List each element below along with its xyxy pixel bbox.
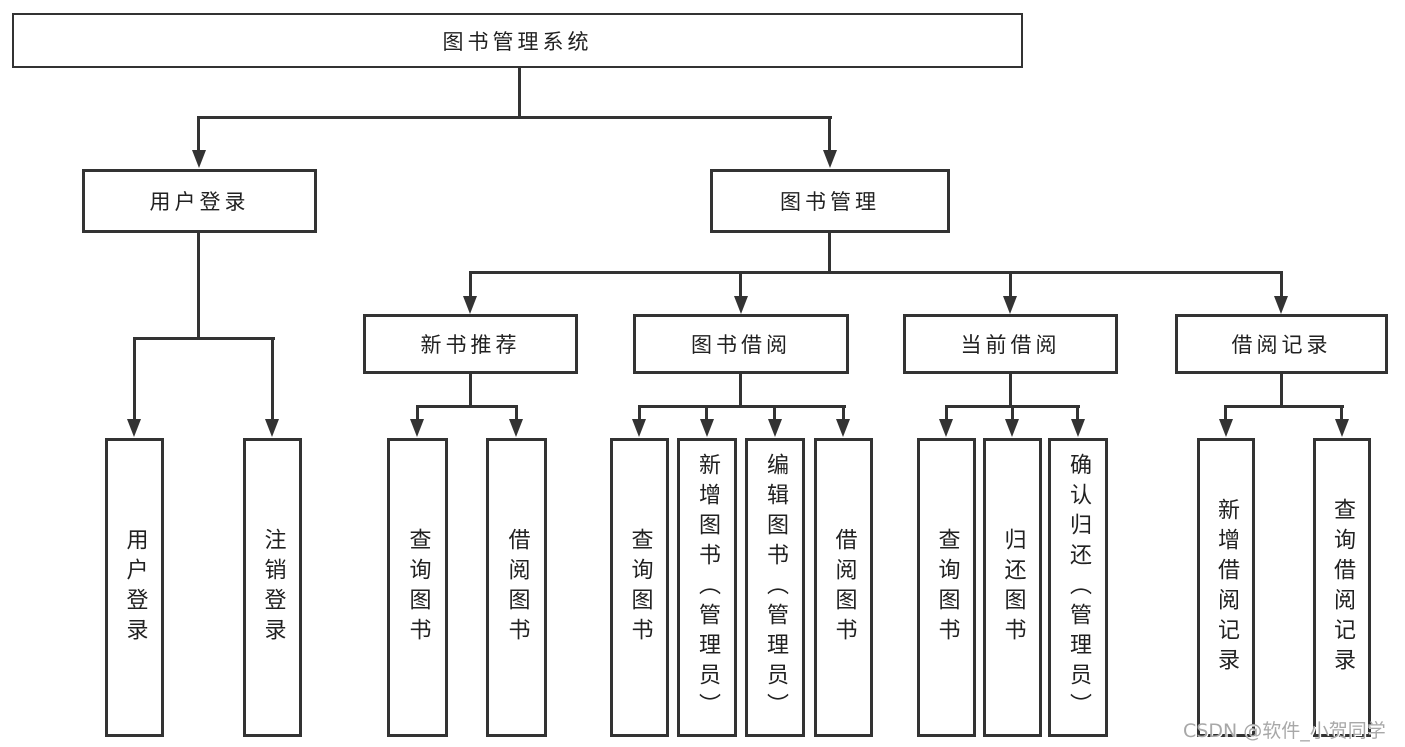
watermark-text: CSDN @软件_小贺同学 bbox=[1183, 720, 1386, 742]
connector-arrowhead bbox=[1274, 296, 1288, 314]
leaf-label-vertical: 确认归还（管理员） bbox=[1066, 452, 1091, 723]
leaf-query-books-2: 查询图书 bbox=[610, 438, 669, 737]
node-book-borrowing: 图书借阅 bbox=[633, 314, 849, 374]
node-new-book-recommendation: 新书推荐 bbox=[363, 314, 578, 374]
connector-line bbox=[416, 405, 419, 423]
leaf-label-vertical: 查询图书 bbox=[627, 527, 653, 648]
connector-line bbox=[828, 233, 831, 274]
connector-arrowhead bbox=[939, 419, 953, 437]
connector-line bbox=[133, 337, 136, 423]
leaf-user-login: 用户登录 bbox=[105, 438, 164, 737]
connector-line bbox=[469, 271, 472, 297]
connector-line bbox=[638, 405, 846, 408]
connector-arrowhead bbox=[410, 419, 424, 437]
leaf-query-books-1: 查询图书 bbox=[387, 438, 448, 737]
connector-line bbox=[1280, 374, 1283, 408]
connector-arrowhead bbox=[509, 419, 523, 437]
node-user-login: 用户登录 bbox=[82, 169, 317, 233]
connector-line bbox=[133, 337, 275, 340]
connector-line bbox=[1224, 405, 1227, 423]
leaf-borrow-books-1: 借阅图书 bbox=[486, 438, 547, 737]
leaf-query-books-3: 查询图书 bbox=[917, 438, 976, 737]
connector-arrowhead bbox=[768, 419, 782, 437]
leaf-label-vertical: 编辑图书（管理员） bbox=[763, 452, 788, 723]
connector-line bbox=[271, 337, 274, 423]
node-borrowing-records: 借阅记录 bbox=[1175, 314, 1388, 374]
connector-arrowhead bbox=[463, 296, 477, 314]
connector-line bbox=[842, 405, 845, 423]
connector-arrowhead bbox=[1071, 419, 1085, 437]
leaf-query-borrow-record: 查询借阅记录 bbox=[1313, 438, 1371, 737]
node-library-management-system: 图书管理系统 bbox=[12, 13, 1023, 68]
connector-arrowhead bbox=[823, 150, 837, 168]
connector-line bbox=[197, 116, 832, 119]
leaf-label-vertical: 借阅图书 bbox=[504, 527, 530, 648]
connector-line bbox=[1340, 405, 1343, 423]
connector-line bbox=[773, 405, 776, 423]
leaf-add-borrow-record: 新增借阅记录 bbox=[1197, 438, 1255, 737]
connector-line bbox=[739, 374, 742, 408]
connector-line bbox=[416, 405, 518, 408]
node-label: 用户登录 bbox=[149, 190, 250, 214]
connector-arrowhead bbox=[127, 419, 141, 437]
leaf-logout-login: 注销登录 bbox=[243, 438, 302, 737]
leaf-label-vertical: 新增借阅记录 bbox=[1214, 497, 1239, 678]
leaf-label-vertical: 归还图书 bbox=[1000, 527, 1026, 648]
connector-line bbox=[518, 68, 521, 118]
node-label: 图书借阅 bbox=[691, 333, 791, 357]
connector-line bbox=[945, 405, 948, 423]
node-book-management: 图书管理 bbox=[710, 169, 950, 233]
connector-line bbox=[469, 374, 472, 408]
connector-line bbox=[1009, 271, 1012, 297]
connector-arrowhead bbox=[1219, 419, 1233, 437]
connector-line bbox=[515, 405, 518, 423]
connector-line bbox=[1011, 405, 1014, 423]
leaf-label-vertical: 借阅图书 bbox=[831, 527, 857, 648]
connector-arrowhead bbox=[1005, 419, 1019, 437]
connector-line bbox=[739, 271, 742, 297]
leaf-confirm-return-admin: 确认归还（管理员） bbox=[1048, 438, 1108, 737]
connector-arrowhead bbox=[836, 419, 850, 437]
connector-arrowhead bbox=[632, 419, 646, 437]
connector-line bbox=[638, 405, 641, 423]
connector-line bbox=[469, 271, 1283, 274]
node-label: 新书推荐 bbox=[420, 333, 521, 357]
leaf-return-books: 归还图书 bbox=[983, 438, 1042, 737]
connector-line bbox=[705, 405, 708, 423]
leaf-label-vertical: 用户登录 bbox=[122, 527, 148, 648]
node-label: 借阅记录 bbox=[1231, 333, 1332, 357]
connector-line bbox=[1009, 374, 1012, 408]
connector-arrowhead bbox=[1003, 296, 1017, 314]
connector-arrowhead bbox=[734, 296, 748, 314]
node-label: 图书管理 bbox=[780, 190, 880, 214]
connector-arrowhead bbox=[192, 150, 206, 168]
connector-line bbox=[1280, 271, 1283, 297]
leaf-borrow-books-2: 借阅图书 bbox=[814, 438, 873, 737]
node-label: 当前借阅 bbox=[960, 333, 1061, 357]
leaf-edit-books-admin: 编辑图书（管理员） bbox=[745, 438, 805, 737]
node-label: 图书管理系统 bbox=[442, 29, 593, 54]
leaf-label-vertical: 查询图书 bbox=[934, 527, 960, 648]
connector-line bbox=[1224, 405, 1344, 408]
connector-line bbox=[828, 116, 831, 152]
leaf-add-books-admin: 新增图书（管理员） bbox=[677, 438, 737, 737]
connector-line bbox=[1076, 405, 1079, 423]
node-current-borrowing: 当前借阅 bbox=[903, 314, 1118, 374]
leaf-label-vertical: 查询图书 bbox=[405, 527, 431, 648]
connector-arrowhead bbox=[265, 419, 279, 437]
leaf-label-vertical: 注销登录 bbox=[260, 527, 286, 648]
leaf-label-vertical: 查询借阅记录 bbox=[1330, 497, 1355, 678]
connector-line bbox=[197, 116, 200, 152]
connector-arrowhead bbox=[1335, 419, 1349, 437]
connector-line bbox=[197, 233, 200, 340]
connector-arrowhead bbox=[700, 419, 714, 437]
leaf-label-vertical: 新增图书（管理员） bbox=[695, 452, 720, 723]
